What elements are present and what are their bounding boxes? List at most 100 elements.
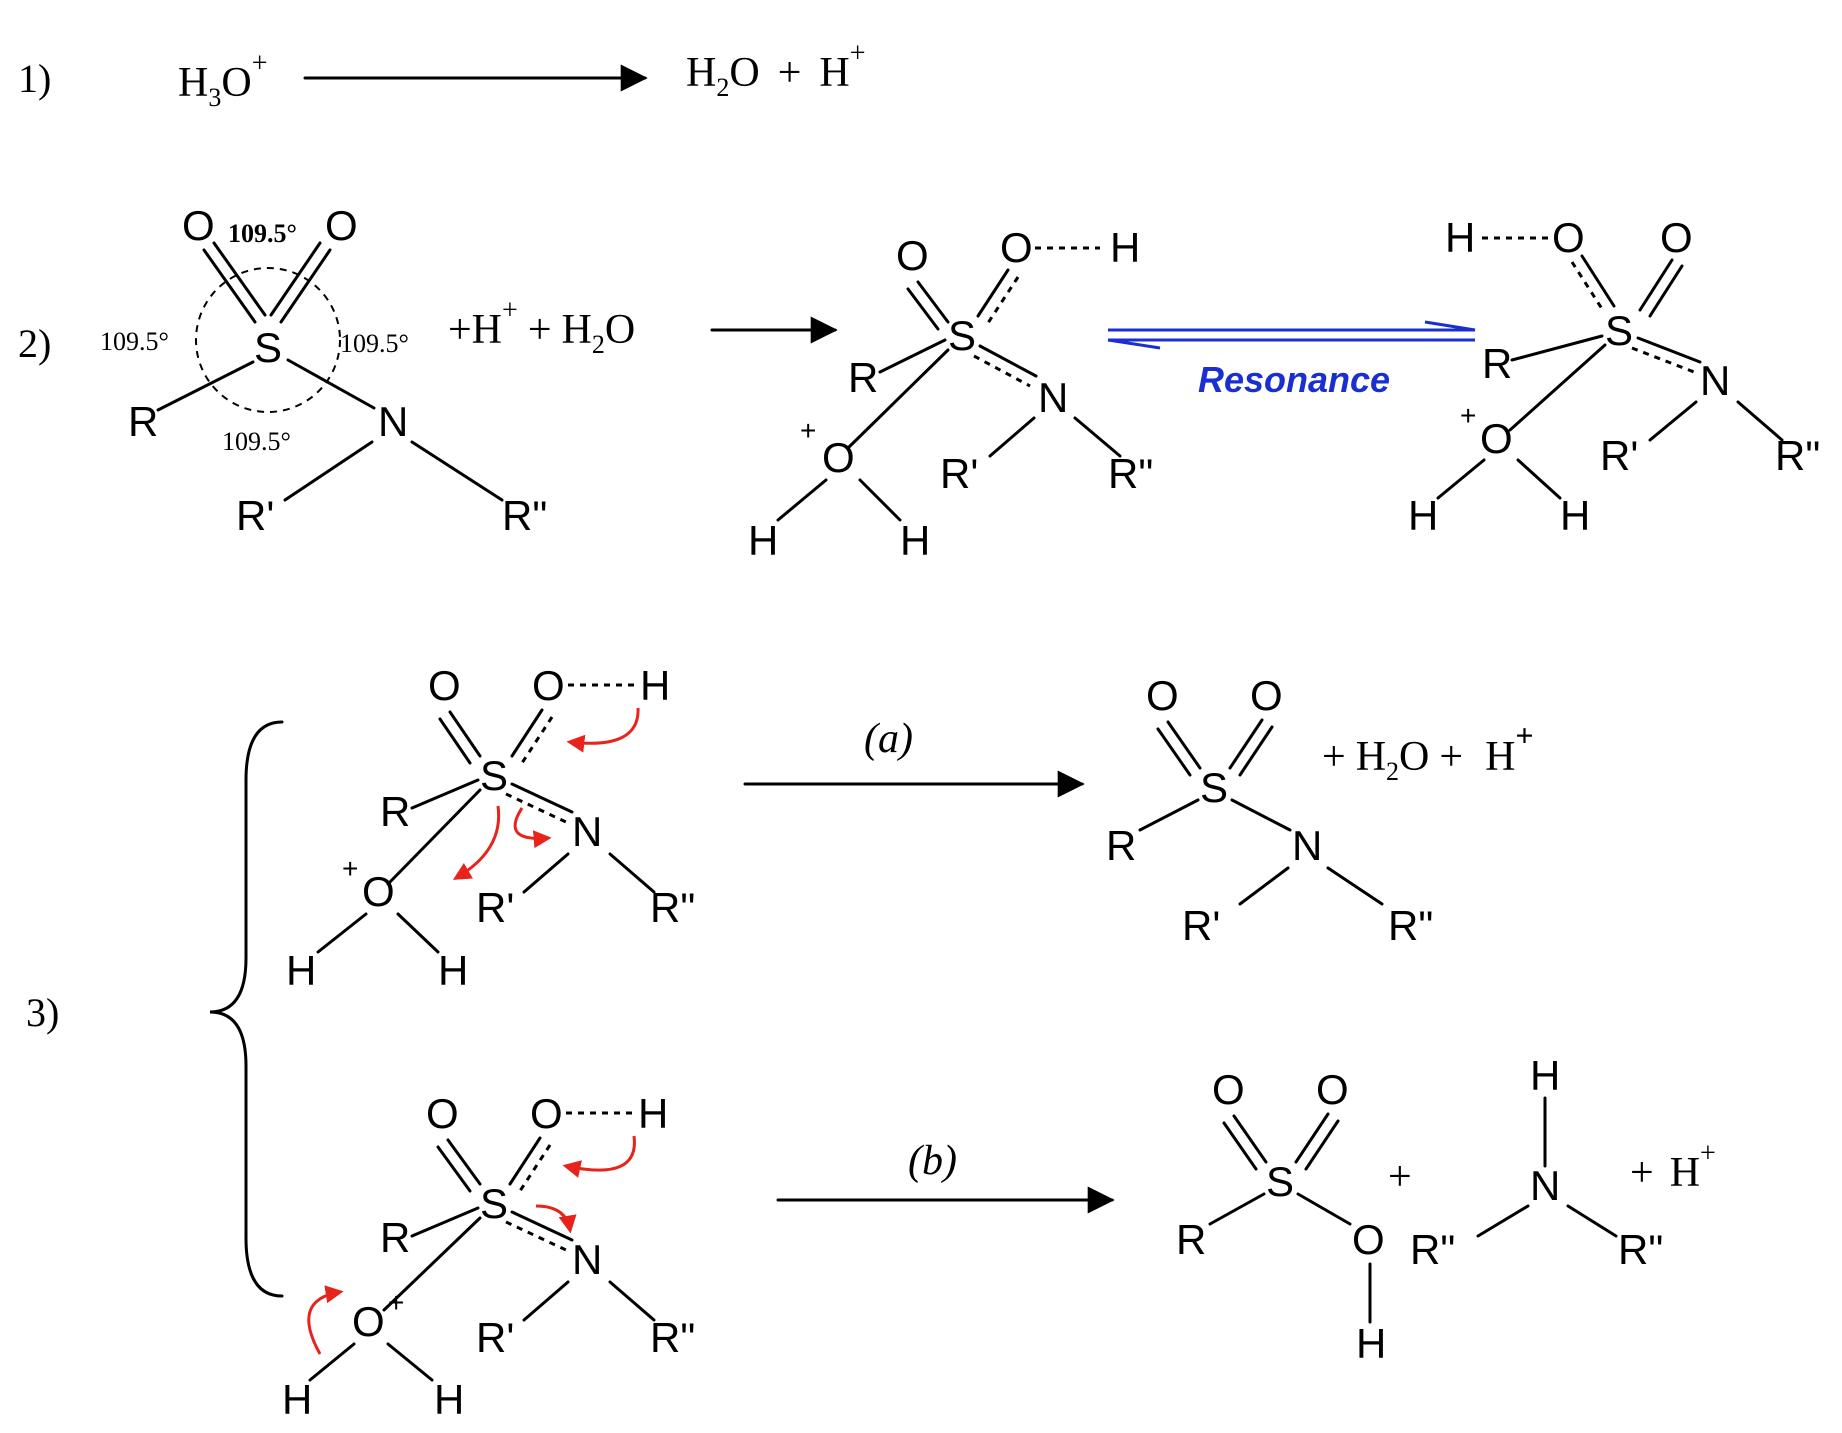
atom-n: N [572,808,602,855]
atom-h: H [638,1090,668,1137]
atom-n: N [1038,374,1068,421]
angle-bottom: 109.5° [222,427,291,456]
pathway-a-reactant: O O H S R N + O H H R' R" [286,662,695,994]
atom-o-protonated: O [352,1298,385,1345]
angle-top: 109.5° [228,219,297,248]
atom-h: H [748,517,778,564]
atom-o: O [1000,224,1033,271]
atom-n: N [1292,822,1322,869]
atom-h: H [900,517,930,564]
atom-h: H [1530,1052,1560,1099]
atom-r-double-prime: R" [502,492,547,539]
pathway-a-product-sulfonamide: O O S R N R' R" [1106,672,1433,949]
curved-arrow [562,1135,636,1178]
curved-arrow [513,807,552,849]
atom-s: S [1200,764,1228,811]
atom-n: N [572,1236,602,1283]
atom-o: O [896,232,929,279]
curved-arrow [566,707,640,753]
atom-n: N [1530,1162,1560,1209]
atom-r: R [1176,1216,1206,1263]
atom-h: H [1110,224,1140,271]
amine-product: H N R" R" [1410,1052,1663,1273]
step-1-label: 1) [18,56,51,101]
atom-o-hydroxyl: O [1352,1216,1385,1263]
bond-angle-circle [195,267,341,413]
atom-r-double-prime: R" [1108,450,1153,497]
pathway-b-proton: +H+ [1630,1138,1716,1196]
atom-h: H [282,1376,312,1423]
curved-arrow [307,1285,344,1355]
atom-o-protonated: O [822,434,855,481]
pathway-a-label: (a) [864,716,913,762]
pathway-brace [209,720,284,1298]
atom-s: S [480,1180,508,1227]
atom-r-prime: R' [236,492,274,539]
atom-o: O [1146,672,1179,719]
atom-r-double-prime: R" [1410,1226,1455,1273]
sulfonic-acid-product: O O S R O H [1176,1066,1386,1367]
positive-charge: + [1460,400,1476,431]
atom-h: H [1408,492,1438,539]
atom-o: O [1660,214,1693,261]
atom-h: H [434,1376,464,1423]
hydronium-formula: H3O+ [178,48,267,112]
atom-r: R [128,398,158,445]
atom-h: H [1560,492,1590,539]
atom-o: O [1316,1066,1349,1113]
atom-o: O [1552,214,1585,261]
atom-r-double-prime: R" [650,1314,695,1361]
atom-o: O [182,202,215,249]
resonance-label: Resonance [1198,359,1390,400]
atom-n: N [1700,357,1730,404]
atom-r: R [380,788,410,835]
atom-r: R [1106,822,1136,869]
atom-r-prime: R' [1600,432,1638,479]
atom-r-double-prime: R" [1388,902,1433,949]
curved-arrow [535,1204,577,1234]
atom-r: R [1482,340,1512,387]
atom-h: H [640,662,670,709]
positive-charge: + [342,853,358,884]
protonated-intermediate-b: H O O S R N + O H H R' R" [1408,214,1820,539]
atom-h: H [438,947,468,994]
atom-s: S [480,752,508,799]
pathway-b-label: (b) [908,1138,957,1184]
angle-left: 109.5° [100,327,169,356]
atom-s: S [1605,307,1633,354]
atom-s: S [948,312,976,359]
atom-h: H [1445,214,1475,261]
atom-s: S [1266,1158,1294,1205]
atom-o-protonated: O [1480,415,1513,462]
sulfonamide-tetrahedral: O O 109.5° 109.5° 109.5° 109.5° S R N R'… [100,202,547,539]
atom-r-prime: R' [476,1314,514,1361]
curved-arrow [452,805,501,880]
atom-o-protonated: O [362,868,395,915]
plus-sign: + [1388,1154,1412,1200]
atom-s: S [254,324,282,371]
atom-r-double-prime: R" [650,884,695,931]
pathway-a-byproducts: +H2O+H+ [1322,717,1534,786]
water-plus-proton: H2O+H+ [686,38,866,102]
atom-r-prime: R' [1182,902,1220,949]
atom-o: O [530,1090,563,1137]
atom-n: N [378,398,408,445]
atom-o: O [428,662,461,709]
step-3-label: 3) [26,990,59,1035]
atom-r: R [848,354,878,401]
atom-r-double-prime: R" [1618,1226,1663,1273]
atom-r-prime: R' [476,884,514,931]
atom-h: H [286,947,316,994]
positive-charge: + [800,415,816,446]
atom-h: H [1356,1320,1386,1367]
atom-o: O [1250,672,1283,719]
pathway-b-reactant: O O H S R N O + H H R' R" [282,1090,695,1423]
atom-o: O [426,1090,459,1137]
atom-o: O [532,662,565,709]
atom-r: R [380,1214,410,1261]
resonance-arrows: Resonance [1107,320,1476,400]
protonated-intermediate-a: O O H S R N O + H H R' R" [748,224,1153,564]
atom-r-prime: R' [940,450,978,497]
step-2-label: 2) [18,321,51,366]
